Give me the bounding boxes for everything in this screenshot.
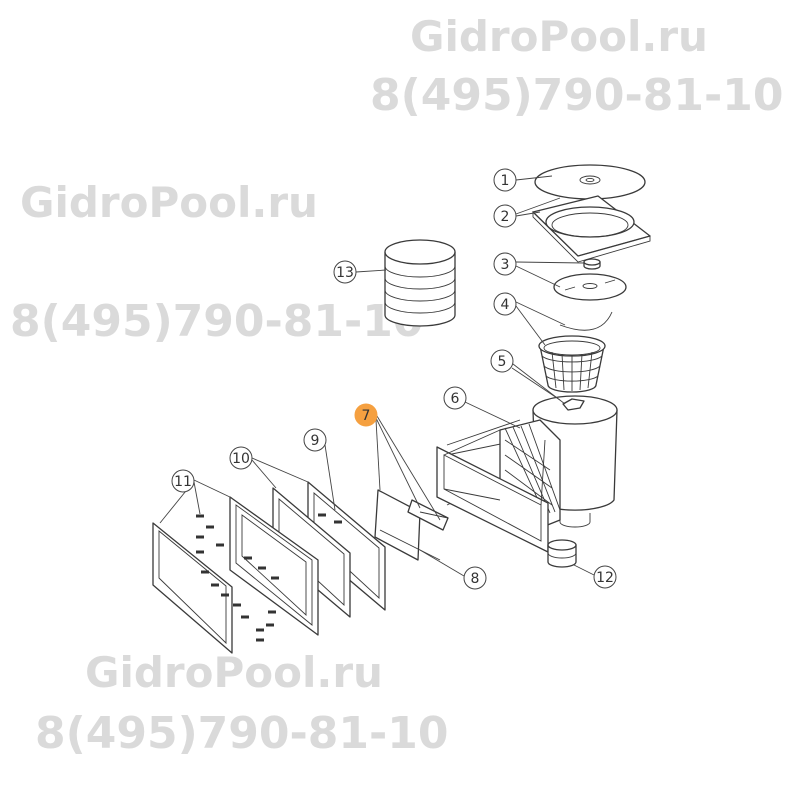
screw (318, 513, 326, 517)
callout-circle (493, 204, 517, 228)
callout-13: 13 (333, 260, 357, 284)
callout-label: 1 (501, 173, 510, 189)
screw (271, 576, 279, 580)
screw (196, 550, 204, 554)
leader-line (515, 197, 561, 215)
callout-circle (493, 292, 517, 316)
leader-line (515, 305, 546, 346)
leader-line (515, 211, 541, 217)
screw (216, 543, 224, 547)
callout-circle (493, 252, 517, 276)
callout-3: 3 (493, 252, 517, 276)
callout-circle (333, 260, 357, 284)
part-screws (196, 513, 342, 642)
callout-circle (493, 168, 517, 192)
callout-10: 10 (229, 446, 253, 470)
leader-line (375, 417, 421, 509)
leader-line (419, 549, 465, 577)
callout-circle (229, 446, 253, 470)
callout-circle (490, 349, 514, 373)
leader-line (515, 261, 585, 264)
part-face-plate (152, 496, 319, 654)
callout-7: 7 (354, 403, 378, 427)
callout-circle (171, 469, 195, 493)
callout-circle (463, 566, 487, 590)
screw (233, 603, 241, 607)
callout-circle (593, 565, 617, 589)
callout-label: 11 (174, 474, 192, 490)
callout-5: 5 (490, 349, 514, 373)
leader-line (324, 444, 336, 511)
callout-label: 2 (501, 209, 510, 225)
part-lid (534, 164, 646, 200)
callout-2: 2 (493, 204, 517, 228)
part-weir-axle (379, 529, 441, 561)
callout-label: 6 (451, 391, 460, 407)
leader-line (376, 415, 441, 521)
part-lid-frame (532, 195, 651, 263)
callout-1: 1 (493, 168, 517, 192)
part-plug (547, 539, 577, 568)
leader-line (573, 564, 595, 576)
watermark-phone-middle: 8(495)790-81-10 (10, 296, 424, 347)
part-throat-extension (436, 419, 561, 553)
callout-6: 6 (443, 386, 467, 410)
leader-line (251, 459, 277, 489)
screw (256, 638, 264, 642)
callout-circle (303, 428, 327, 452)
watermark-site-top: GidroPool.ru (410, 12, 708, 61)
callout-label: 9 (311, 433, 320, 449)
screw (206, 525, 214, 529)
callout-8: 8 (463, 566, 487, 590)
leader-lines (159, 175, 595, 577)
callout-label: 12 (596, 570, 614, 586)
screw (211, 583, 219, 587)
screw (221, 593, 229, 597)
callout-label: 13 (336, 265, 354, 281)
part-gaskets (272, 481, 386, 618)
part-extension-collar (384, 239, 456, 327)
leader-line (193, 481, 201, 515)
callout-label: 5 (498, 354, 507, 370)
callout-circle (354, 403, 378, 427)
watermark-site-bottom: GidroPool.ru (85, 648, 383, 697)
callout-label: 7 (362, 408, 371, 424)
leader-line (193, 479, 233, 499)
leader-line (355, 269, 387, 273)
screw (334, 520, 342, 524)
callout-11: 11 (171, 469, 195, 493)
leader-line (251, 457, 309, 483)
callout-label: 8 (471, 571, 480, 587)
leader-line (375, 419, 381, 491)
screw (266, 623, 274, 627)
part-weir-flap (374, 489, 449, 561)
screw (256, 628, 264, 632)
callout-label: 4 (501, 297, 510, 313)
callout-circle (443, 386, 467, 410)
part-float-plate (553, 258, 627, 301)
callout-label: 3 (501, 257, 510, 273)
leader-line (515, 301, 566, 326)
watermark-phone-top: 8(495)790-81-10 (370, 70, 784, 121)
callout-label: 10 (232, 451, 250, 467)
screw (268, 610, 276, 614)
screw (201, 570, 209, 574)
screw (244, 556, 252, 560)
callout-12: 12 (593, 565, 617, 589)
leader-line (515, 175, 553, 181)
watermark-site-middle: GidroPool.ru (20, 178, 318, 227)
part-basket (538, 311, 613, 393)
screw (258, 566, 266, 570)
callout-9: 9 (303, 428, 327, 452)
leader-line (511, 367, 561, 401)
screw (196, 535, 204, 539)
callout-4: 4 (493, 292, 517, 316)
screw (241, 615, 249, 619)
leader-line (464, 401, 521, 429)
screw (196, 514, 204, 518)
watermark-phone-bottom: 8(495)790-81-10 (35, 708, 449, 759)
leader-line (515, 265, 561, 288)
